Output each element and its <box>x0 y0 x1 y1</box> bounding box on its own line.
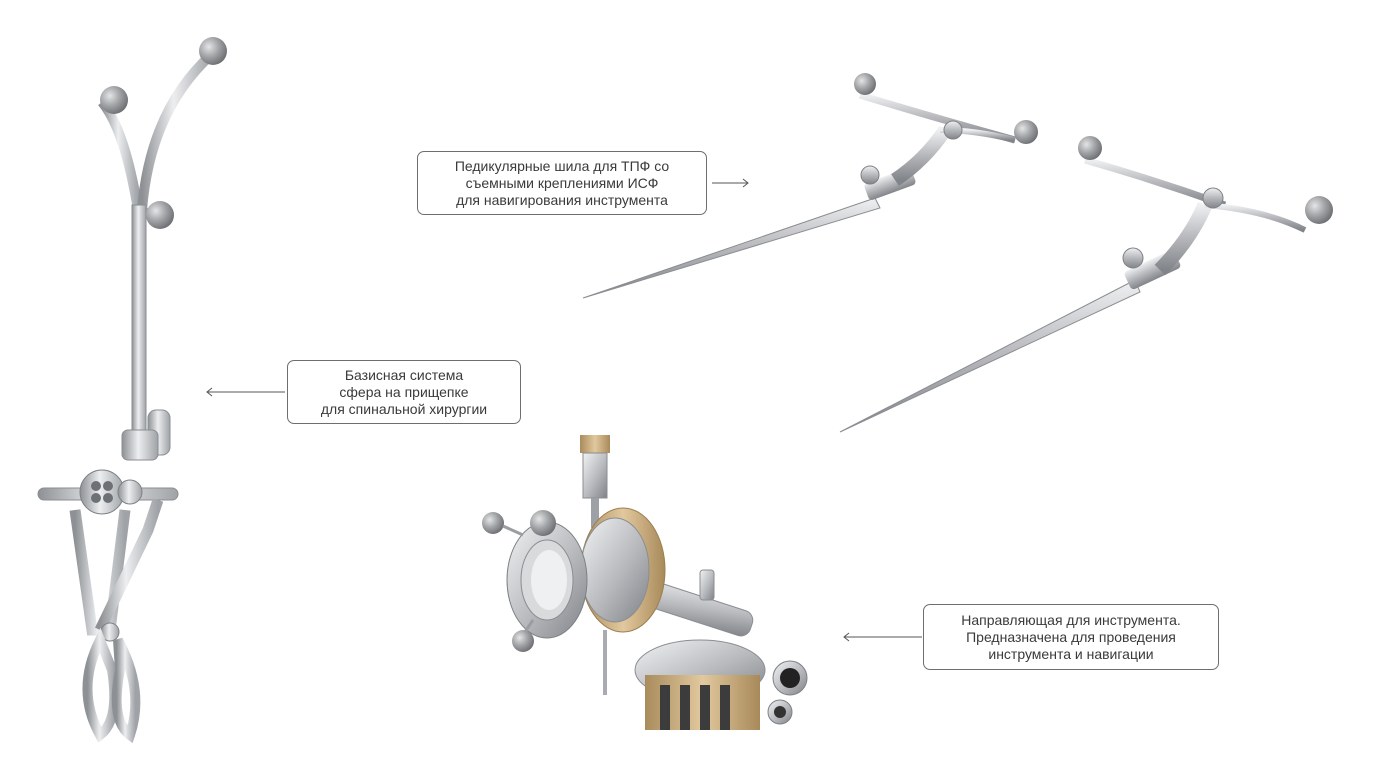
clamp-label-line-3: для спинальной хирургии <box>320 400 488 417</box>
marker-sphere <box>199 37 227 65</box>
marker-sphere <box>1305 196 1333 224</box>
awls-label-line-2: съемными креплениями ИСФ <box>465 174 659 191</box>
instrument-guide-illustration <box>482 435 808 730</box>
arrow-right-thin-icon <box>712 178 749 188</box>
marker-sphere <box>854 73 876 95</box>
marker-sphere <box>1014 120 1038 144</box>
marker-sphere <box>100 86 128 114</box>
guide-label-line-2: Предназначена для проведения <box>966 628 1176 645</box>
arrow-left-thin-icon <box>206 387 285 397</box>
awls-label-line-3: для навигирования инструмента <box>456 191 668 208</box>
marker-sphere <box>1078 136 1102 160</box>
clamp-label-line-2: сфера на прищепке <box>339 383 469 400</box>
clamp-reference-frame-illustration <box>37 37 227 744</box>
clamp-label-line-1: Базисная система <box>344 366 464 383</box>
awls-description-label: Педикулярные шила для ТПФ со съемными кр… <box>417 151 707 215</box>
awls-label-line-1: Педикулярные шила для ТПФ со <box>454 157 670 174</box>
clamp-description-label: Базисная система сфера на прищепке для с… <box>287 360 521 424</box>
guide-label-line-3: инструмента и навигации <box>988 645 1154 662</box>
pedicle-awls-illustration <box>582 73 1333 433</box>
guide-label-line-1: Направляющая для инструмента. <box>961 611 1181 628</box>
arrow-left-thin-icon <box>843 632 922 642</box>
marker-sphere <box>482 512 504 534</box>
guide-description-label: Направляющая для инструмента. Предназнач… <box>923 604 1219 670</box>
marker-sphere <box>512 630 534 652</box>
marker-sphere <box>146 201 174 229</box>
marker-sphere <box>530 510 556 536</box>
